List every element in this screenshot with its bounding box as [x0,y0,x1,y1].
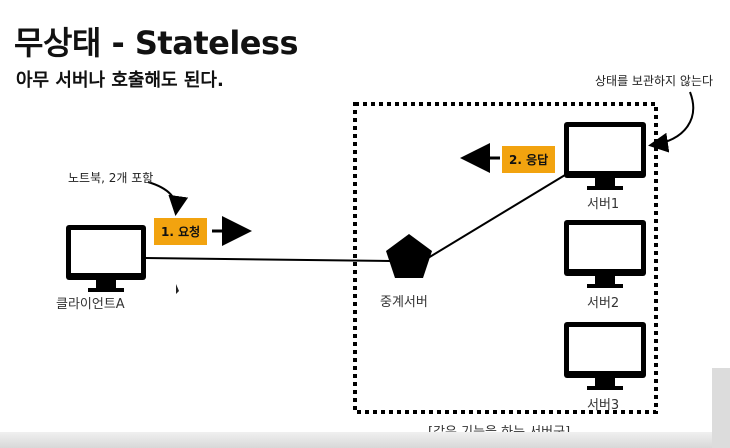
client-proxy-link [144,257,391,262]
presenter-thumbnail [712,368,730,448]
laptop-note-arrow [147,181,189,216]
server2-label: 서버2 [587,296,620,311]
laptop-note: 노트북, 2개 포함 [68,171,154,185]
server-group-border [353,102,658,414]
request-tag: 1. 요청 [154,218,208,245]
video-control-bar [0,432,730,448]
server3-computer-icon [564,322,646,390]
server1-computer-icon [564,122,646,190]
client-computer-icon [66,225,146,292]
slide-subtitle: 아무 서버나 호출해도 된다. [16,70,224,91]
server2-computer-icon [564,220,646,288]
server1-label: 서버1 [587,197,620,212]
response-tag: 2. 응답 [502,146,556,173]
proxy-label: 중계서버 [380,295,428,310]
stateless-note: 상태를 보관하지 않는다 [595,74,714,88]
proxy-server-icon [386,234,432,278]
proxy-server1-link [427,171,571,259]
client-label: 클라이언트A [56,297,125,312]
server3-label: 서버3 [587,398,620,413]
stateless-note-arrow [648,91,695,153]
mouse-cursor-icon [176,284,179,294]
slide-title: 무상태 - Stateless [14,24,299,62]
